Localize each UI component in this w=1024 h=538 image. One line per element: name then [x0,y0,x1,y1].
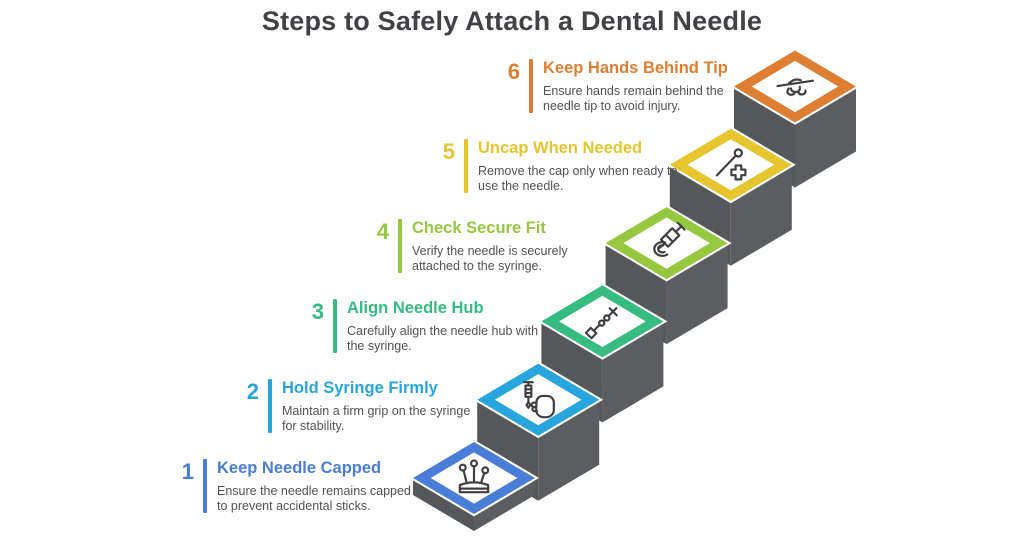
page-title: Steps to Safely Attach a Dental Needle [261,6,763,36]
step-number: 5 [442,139,455,164]
step-description: Carefully align the needle hub with the … [347,324,539,353]
step-text-5: 5 Uncap When Needed Remove the cap only … [429,139,684,194]
stair-right-face [474,478,535,531]
fist-syringe-icon [522,381,555,419]
step-number: 6 [507,59,520,84]
step-title: Keep Needle Capped [217,459,382,477]
stair-step-1 [409,439,539,531]
step-text-1: 1 Keep Needle Capped Ensure the needle r… [168,459,423,514]
tile-face [494,374,582,426]
step-description: Verify the needle is securely attached t… [412,244,568,273]
step-description: Remove the cap only when ready to use th… [478,164,678,193]
step-text-6: 6 Keep Hands Behind Tip Ensure hands rem… [494,59,749,114]
step-title: Uncap When Needed [478,139,643,157]
stair-step-6 [730,48,860,188]
step-number: 3 [311,299,324,324]
pincushion-icon [458,459,490,494]
step-accent-bar [464,139,468,193]
step-description: Ensure the needle remains capped to prev… [217,484,411,513]
step-number: 4 [376,219,389,244]
needle-cross-icon [715,148,747,181]
stair-step-5 [665,126,796,266]
step-accent-bar [529,59,533,113]
stair-right-face [538,399,600,501]
tile-face [687,139,775,191]
align-needle-icon [584,307,618,340]
step-accent-bar [333,299,337,353]
step-text-3: 3 Align Needle Hub Carefully align the n… [298,299,553,354]
stair-right-face [730,164,792,266]
step-title: Hold Syringe Firmly [282,379,438,397]
step-text-4: 4 Check Secure Fit Verify the needle is … [363,219,618,274]
stair-right-face [602,321,664,423]
stair-step-2 [473,361,604,501]
step-accent-bar [203,459,207,513]
tile-face [751,60,839,113]
step-title: Check Secure Fit [412,219,546,237]
hand-needle-icon [776,78,815,96]
step-accent-bar [268,379,272,433]
step-description: Ensure hands remain behind the needle ti… [543,84,724,113]
step-number: 2 [246,379,259,404]
tile-face [623,217,710,269]
stair-right-face [666,243,728,345]
stair-left-face [413,478,474,531]
step-title: Keep Hands Behind Tip [543,59,728,77]
step-accent-bar [398,219,402,273]
step-title: Align Needle Hub [347,299,484,317]
step-description: Maintain a firm grip on the syringe for … [282,404,471,433]
step-text-2: 2 Hold Syringe Firmly Maintain a firm gr… [233,379,488,434]
step-number: 1 [181,459,194,484]
syringe-hook-icon [653,221,686,257]
stair-right-face [795,86,856,188]
